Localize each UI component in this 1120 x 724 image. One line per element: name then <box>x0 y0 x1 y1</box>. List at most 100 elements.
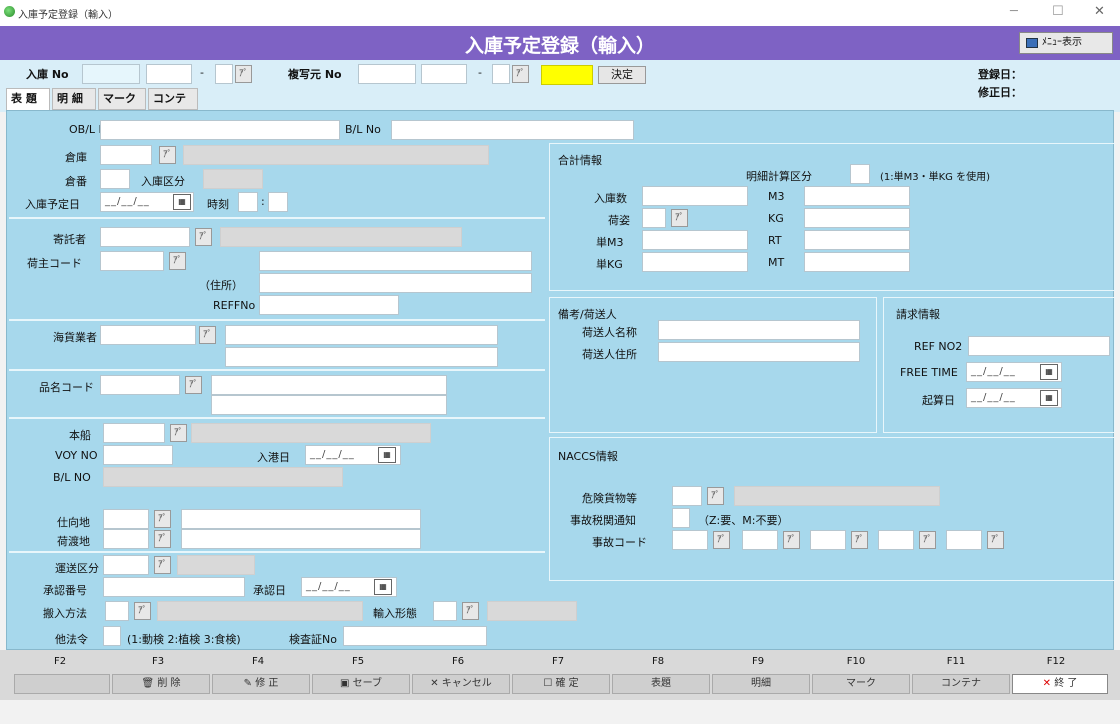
bl-input[interactable] <box>391 120 634 140</box>
picker-icon[interactable]: ｱﾟ <box>154 556 171 574</box>
nyukobi-date[interactable]: __/__/__ <box>305 445 401 465</box>
calendar-icon[interactable]: ▦ <box>1040 390 1058 406</box>
jiko-code-input-1[interactable] <box>672 530 708 550</box>
picker-icon[interactable]: ｱﾟ <box>512 65 529 83</box>
picker-icon[interactable]: ｱﾟ <box>134 602 151 620</box>
nyuko-yotei-date[interactable]: __/__/__ <box>100 192 194 212</box>
nyukosu-input[interactable] <box>642 186 748 206</box>
soko-input[interactable] <box>100 145 152 165</box>
reffno-input[interactable] <box>259 295 399 315</box>
f11-container-button[interactable]: コンテナ <box>912 674 1010 694</box>
f7-confirm-button[interactable]: ☐ 確 定 <box>512 674 610 694</box>
kaikagyosha-name-1[interactable] <box>225 325 498 345</box>
obl-input[interactable] <box>100 120 340 140</box>
voy-input[interactable] <box>103 445 173 465</box>
shonin-bi-date[interactable]: __/__/__ <box>301 577 397 597</box>
calendar-icon[interactable]: ▦ <box>374 579 392 595</box>
f12-exit-button[interactable]: ✕ 終 了 <box>1012 674 1108 694</box>
f6-cancel-button[interactable]: ✕ キャンセル <box>412 674 510 694</box>
soban-input[interactable] <box>100 169 130 189</box>
mt-input[interactable] <box>804 252 910 272</box>
shimukechi-name[interactable] <box>181 509 421 529</box>
maximize-icon[interactable]: ☐ <box>1052 4 1064 19</box>
jiko-code-input-4[interactable] <box>878 530 914 550</box>
hinmei-input[interactable] <box>100 375 180 395</box>
ninushi-input[interactable] <box>100 251 164 271</box>
fukusha-no-input-3[interactable] <box>492 64 510 84</box>
f3-delete-button[interactable]: 🗑 削 除 <box>112 674 210 694</box>
picker-icon[interactable]: ｱﾟ <box>235 65 252 83</box>
jikoku-hour-input[interactable] <box>238 192 258 212</box>
picker-icon[interactable]: ｱﾟ <box>783 531 800 549</box>
kitakusha-input[interactable] <box>100 227 190 247</box>
picker-icon[interactable]: ｱﾟ <box>919 531 936 549</box>
meisai-keisan-input[interactable] <box>850 164 870 184</box>
kisanbi-date[interactable]: __/__/__ <box>966 388 1062 408</box>
f5-save-button[interactable]: ▣ セーブ <box>312 674 410 694</box>
picker-icon[interactable]: ｱﾟ <box>671 209 688 227</box>
ref-no2-input[interactable] <box>968 336 1110 356</box>
picker-icon[interactable]: ｱﾟ <box>195 228 212 246</box>
m3-input[interactable] <box>804 186 910 206</box>
nyuko-no-input-3[interactable] <box>215 64 233 84</box>
picker-icon[interactable]: ｱﾟ <box>199 326 216 344</box>
picker-icon[interactable]: ｱﾟ <box>169 252 186 270</box>
kettei-button[interactable]: 決定 <box>598 66 646 84</box>
shimukechi-input[interactable] <box>103 509 149 529</box>
picker-icon[interactable]: ｱﾟ <box>154 530 171 548</box>
kaikagyosha-name-2[interactable] <box>225 347 498 367</box>
jusho-input[interactable] <box>259 273 532 293</box>
taho-input[interactable] <box>103 626 121 646</box>
fukusha-no-input-1[interactable] <box>358 64 416 84</box>
f8-hyodai-button[interactable]: 表題 <box>612 674 710 694</box>
f9-meisai-button[interactable]: 明細 <box>712 674 810 694</box>
yunyu-hoho-input[interactable] <box>105 601 129 621</box>
jiko-tsuchi-input[interactable] <box>672 508 690 528</box>
tab-hyodai[interactable]: 表 題 <box>6 88 50 110</box>
picker-icon[interactable]: ｱﾟ <box>851 531 868 549</box>
picker-icon[interactable]: ｱﾟ <box>713 531 730 549</box>
jikoku-min-input[interactable] <box>268 192 288 212</box>
picker-icon[interactable]: ｱﾟ <box>707 487 724 505</box>
picker-icon[interactable]: ｱﾟ <box>154 510 171 528</box>
calendar-icon[interactable]: ▦ <box>173 194 191 210</box>
jiko-code-input-2[interactable] <box>742 530 778 550</box>
niokurinin-name-input[interactable] <box>658 320 860 340</box>
unsou-input[interactable] <box>103 555 149 575</box>
nyuko-no-input-1[interactable] <box>82 64 140 84</box>
picker-icon[interactable]: ｱﾟ <box>159 146 176 164</box>
picker-icon[interactable]: ｱﾟ <box>462 602 479 620</box>
fukusha-no-input-2[interactable] <box>421 64 467 84</box>
tan-kg-input[interactable] <box>642 252 748 272</box>
honsen-input[interactable] <box>103 423 165 443</box>
picker-icon[interactable]: ｱﾟ <box>185 376 202 394</box>
kiken-input[interactable] <box>672 486 702 506</box>
nisugata-input[interactable] <box>642 208 666 228</box>
nyuko-no-input-2[interactable] <box>146 64 192 84</box>
kensa-input[interactable] <box>343 626 487 646</box>
kaikagyosha-input[interactable] <box>100 325 196 345</box>
shonin-no-input[interactable] <box>103 577 245 597</box>
hinmei-name-1[interactable] <box>211 375 447 395</box>
niwatashi-input[interactable] <box>103 529 149 549</box>
niwatashi-name[interactable] <box>181 529 421 549</box>
f4-edit-button[interactable]: ✎ 修 正 <box>212 674 310 694</box>
niokurinin-addr-input[interactable] <box>658 342 860 362</box>
tab-container[interactable]: コンテナ <box>148 88 198 125</box>
tan-m3-input[interactable] <box>642 230 748 250</box>
free-time-date[interactable]: __/__/__ <box>966 362 1062 382</box>
jiko-code-input-5[interactable] <box>946 530 982 550</box>
calendar-icon[interactable]: ▦ <box>1040 364 1058 380</box>
kg-input[interactable] <box>804 208 910 228</box>
minimize-icon[interactable]: ─ <box>1010 4 1018 19</box>
calendar-icon[interactable]: ▦ <box>378 447 396 463</box>
ninushi-name-input[interactable] <box>259 251 532 271</box>
yunyu-keitai-input[interactable] <box>433 601 457 621</box>
picker-icon[interactable]: ｱﾟ <box>170 424 187 442</box>
tab-mark[interactable]: マーク <box>98 88 146 110</box>
menu-display-button[interactable]: ﾒﾆｭｰ表示 <box>1019 32 1113 54</box>
close-icon[interactable]: ✕ <box>1094 4 1105 19</box>
picker-icon[interactable]: ｱﾟ <box>987 531 1004 549</box>
jiko-code-input-3[interactable] <box>810 530 846 550</box>
rt-input[interactable] <box>804 230 910 250</box>
